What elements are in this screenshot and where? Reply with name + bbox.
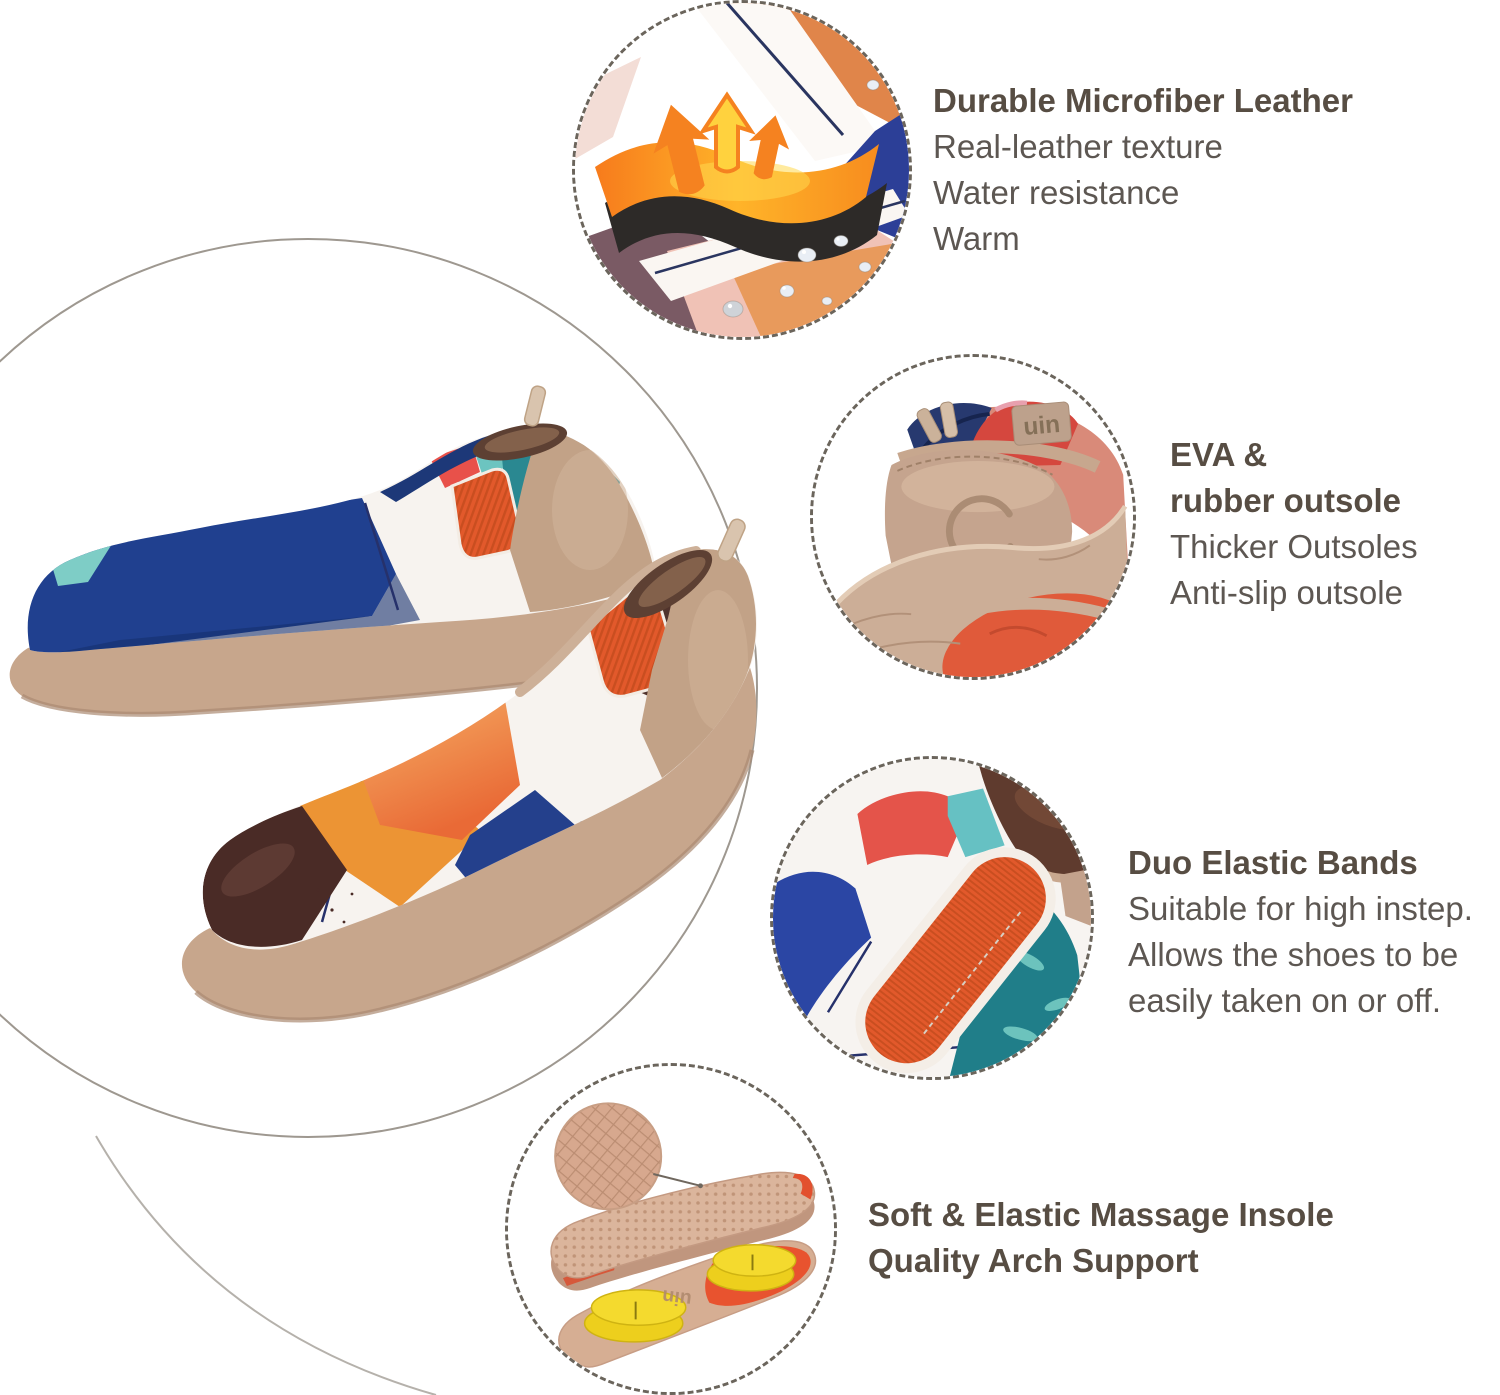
feature-desc-line: Suitable for high instep. [1128, 890, 1473, 927]
massage-pod-heel [583, 1289, 687, 1343]
bubble-outsole: uin [810, 354, 1136, 680]
feature-title: Durable Microfiber Leather [933, 82, 1353, 119]
feature-text-microfiber: Durable Microfiber Leather Real-leather … [933, 78, 1353, 262]
feature-title: Soft & Elastic Massage Insole [868, 1196, 1334, 1233]
heel-pull-loop-2 [939, 401, 959, 438]
decorative-arc [95, 1135, 437, 1395]
black-leather-layer [605, 181, 887, 262]
feature-title: EVA & [1170, 436, 1268, 473]
heel-pull-loop [916, 408, 942, 443]
feature-desc-line: easily taken on or off. [1128, 982, 1442, 1019]
insole-bottom-view: uin [558, 1240, 817, 1368]
droplet-highlights [727, 237, 840, 309]
elastic-band-ribbed [865, 857, 1046, 1064]
insole-brand-logo: uin [661, 1285, 693, 1310]
heel-tan-piping [897, 440, 1101, 473]
feature-text-insole: Soft & Elastic Massage Insole Quality Ar… [868, 1192, 1334, 1284]
massage-pod-arch [706, 1243, 797, 1292]
heel-tag-label: uin [1022, 411, 1061, 441]
heat-arrows-icon [653, 91, 790, 195]
feature-text-outsole: EVA & rubber outsole Thicker Outsoles An… [1170, 432, 1418, 616]
feature-desc-line: Allows the shoes to be [1128, 936, 1459, 973]
closeup-red-patch [857, 791, 966, 865]
fabric-white-band [693, 3, 885, 161]
feature-desc-line: Warm [933, 220, 1020, 257]
feature-title: rubber outsole [1170, 482, 1402, 519]
bubble-microfiber [572, 0, 912, 340]
feature-desc-line: Thicker Outsoles [1170, 528, 1418, 565]
massage-insole-photo: uin [508, 1066, 834, 1392]
insole-top-view [550, 1171, 816, 1291]
feature-desc-line: Anti-slip outsole [1170, 574, 1403, 611]
bubble-elastic [770, 756, 1094, 1080]
heat-layers-photo [575, 3, 909, 337]
bubble-insole: uin [505, 1063, 837, 1395]
heel-brand-tag: uin [1011, 401, 1072, 446]
insole-red-edge [792, 1173, 813, 1200]
heel-stitching [897, 455, 1053, 476]
feature-desc-line: Water resistance [933, 174, 1180, 211]
feature-title: Duo Elastic Bands [1128, 844, 1418, 881]
closeup-tan-wedge [1059, 868, 1091, 926]
elastic-band-photo [773, 759, 1091, 1077]
feature-desc-line: Real-leather texture [933, 128, 1223, 165]
feature-text-elastic: Duo Elastic Bands Suitable for high inst… [1128, 840, 1473, 1024]
feature-title: Quality Arch Support [868, 1242, 1199, 1279]
closeup-teal-sliver [947, 788, 1005, 858]
rubber-pad-red [942, 593, 1133, 677]
texture-magnifier [554, 1102, 703, 1211]
water-droplets [722, 79, 887, 318]
heel-outsole-photo: uin [813, 357, 1133, 677]
